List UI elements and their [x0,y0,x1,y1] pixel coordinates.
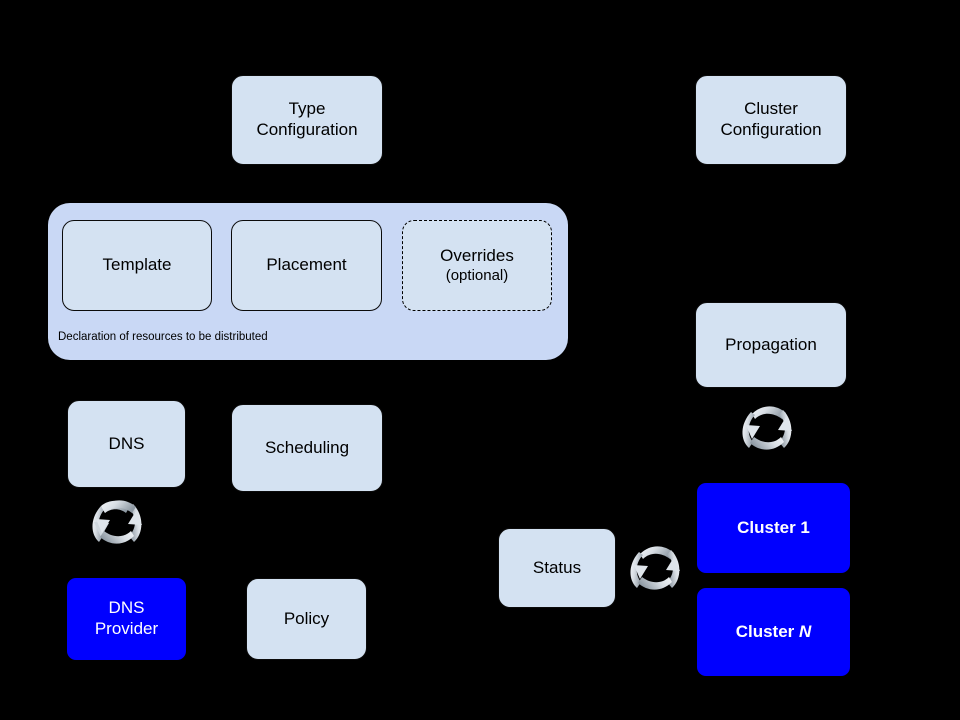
node-overrides[interactable]: Overrides (optional) [402,220,552,311]
node-template-label: Template [102,255,172,275]
node-type-configuration[interactable]: Type Configuration [231,75,383,165]
node-cluster-configuration[interactable]: Cluster Configuration [695,75,847,165]
node-cluster-n-label: Cluster N [735,621,812,641]
node-placement-label: Placement [266,255,347,275]
node-cluster-1[interactable]: Cluster 1 [697,483,850,573]
node-status[interactable]: Status [498,528,616,608]
sync-arrows-icon-dns [92,500,142,544]
sync-arrows-icon-propagation [742,406,792,450]
node-cluster-configuration-label: Cluster Configuration [720,99,822,139]
node-propagation-label: Propagation [725,334,817,354]
node-template[interactable]: Template [62,220,212,311]
node-policy-label: Policy [283,608,330,628]
node-dns-provider-label: DNS Provider [94,598,159,638]
panel-caption: Declaration of resources to be distribut… [58,331,268,343]
node-placement[interactable]: Placement [231,220,382,311]
sync-arrows-icon-status [630,546,680,590]
node-dns[interactable]: DNS [67,400,186,488]
node-policy[interactable]: Policy [246,578,367,660]
node-overrides-label: Overrides (optional) [440,245,514,284]
node-type-configuration-label: Type Configuration [256,99,358,139]
node-propagation[interactable]: Propagation [695,302,847,388]
node-status-label: Status [532,557,582,577]
node-cluster-1-label: Cluster 1 [737,517,810,537]
node-scheduling[interactable]: Scheduling [231,404,383,492]
node-cluster-n[interactable]: Cluster N [697,588,850,676]
node-dns-provider[interactable]: DNS Provider [67,578,186,660]
node-scheduling-label: Scheduling [264,437,350,457]
node-dns-label: DNS [108,433,145,453]
